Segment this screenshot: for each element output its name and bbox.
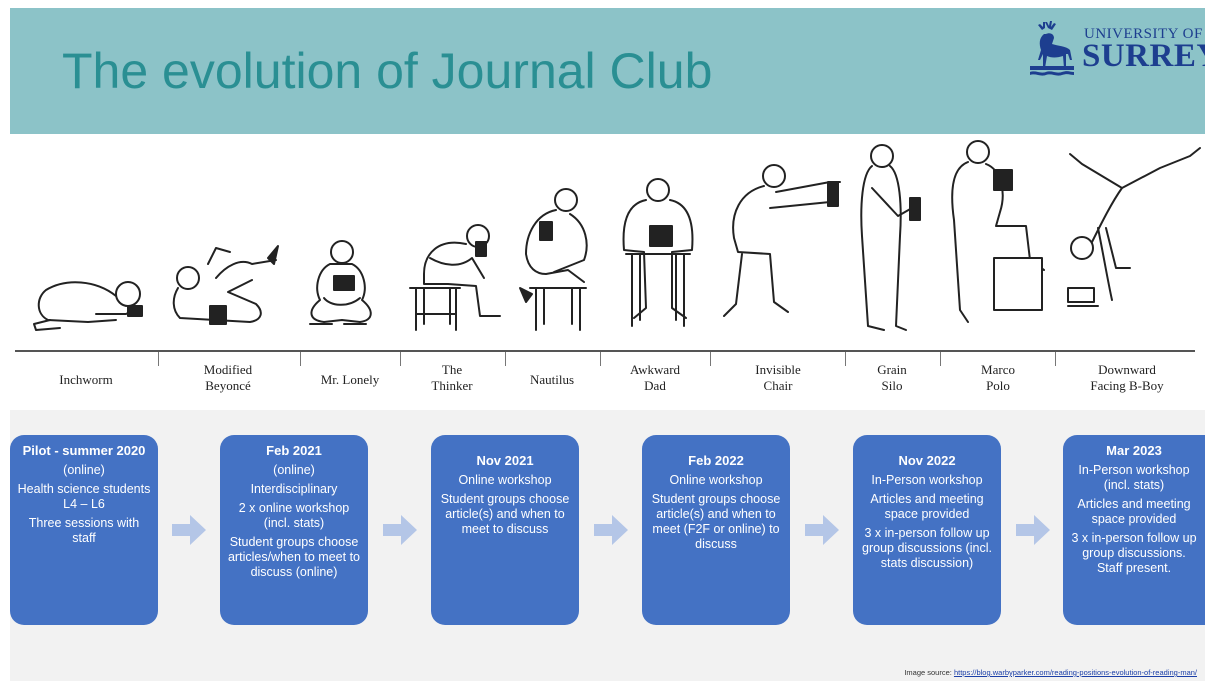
figure-the-thinker xyxy=(409,224,501,331)
image-source-note: Image source: https://blog.warbyparker.c… xyxy=(904,668,1197,677)
card-line: Health science students L4 – L6 xyxy=(17,482,151,511)
reading-positions-illustration xyxy=(33,140,1201,331)
divider-tick xyxy=(400,352,401,366)
divider-tick xyxy=(158,352,159,366)
divider-tick xyxy=(1055,352,1056,366)
figure-invisible-chair xyxy=(723,164,841,317)
positions-divider xyxy=(15,350,1195,352)
figure-grain-silo xyxy=(860,144,921,331)
card-line: Student groups choose articles/when to m… xyxy=(227,535,360,579)
card-line: Student groups choose article(s) and whe… xyxy=(651,492,781,551)
card-line: Interdisciplinary xyxy=(250,482,338,496)
position-label-inchworm: Inchworm xyxy=(59,372,113,387)
figure-modified-beyonce xyxy=(172,245,279,325)
university-logo: UNIVERSITY OF SURREY xyxy=(1028,20,1205,90)
timeline-card-pilot-summer-2020: Pilot - summer 2020 (online) Health scie… xyxy=(10,435,158,625)
divider-tick xyxy=(505,352,506,366)
timeline-card-mar-2023: Mar 2023 In-Person workshop (incl. stats… xyxy=(1063,435,1205,625)
card-line: (online) xyxy=(63,463,105,477)
arrow-right-icon xyxy=(172,515,206,545)
slide-title: The evolution of Journal Club xyxy=(62,43,713,99)
card-line: 2 x online workshop (incl. stats) xyxy=(238,501,350,530)
position-label-awkward-dad: Awkward Dad xyxy=(629,362,681,393)
card-line: Three sessions with staff xyxy=(28,516,140,545)
arrow-right-icon xyxy=(1016,515,1050,545)
divider-tick xyxy=(300,352,301,366)
card-line: Online workshop xyxy=(669,473,763,487)
card-line: (online) xyxy=(273,463,315,477)
figure-downward-facing-b-boy xyxy=(1067,147,1201,307)
position-label-grain-silo: Grain Silo xyxy=(877,362,907,393)
position-label-the-thinker: The Thinker xyxy=(431,362,473,393)
card-line: 3 x in-person follow up group discussion… xyxy=(862,526,992,570)
position-label-downward-facing-b-boy: Downward Facing B-Boy xyxy=(1090,362,1164,393)
divider-tick xyxy=(710,352,711,366)
position-label-mr-lonely: Mr. Lonely xyxy=(320,372,380,387)
card-line: Articles and meeting space provided xyxy=(1077,497,1191,526)
figure-mr-lonely xyxy=(309,240,372,325)
timeline-card-feb-2022: Feb 2022 Online workshop Student groups … xyxy=(642,435,790,625)
figure-inchworm xyxy=(33,281,143,331)
figure-awkward-dad xyxy=(622,178,694,327)
card-title: Feb 2022 xyxy=(688,453,744,468)
timeline-card-nov-2022: Nov 2022 In-Person workshop Articles and… xyxy=(853,435,1001,625)
card-line: In-Person workshop xyxy=(871,473,983,487)
position-label-invisible-chair: Invisible Chair xyxy=(755,362,801,393)
card-title: Mar 2023 xyxy=(1106,443,1162,458)
image-source-prefix: Image source: xyxy=(904,668,952,677)
arrow-right-icon xyxy=(594,515,628,545)
arrow-right-icon xyxy=(805,515,839,545)
timeline-band xyxy=(10,410,1205,681)
card-title: Pilot - summer 2020 xyxy=(22,443,146,458)
image-source-link[interactable]: https://blog.warbyparker.com/reading-pos… xyxy=(953,668,1197,677)
card-title: Nov 2022 xyxy=(898,453,956,468)
card-title: Feb 2021 xyxy=(266,443,322,458)
position-label-marco-polo: Marco Polo xyxy=(981,362,1015,393)
card-line: Online workshop xyxy=(458,473,552,487)
divider-tick xyxy=(845,352,846,366)
card-title: Nov 2021 xyxy=(476,453,534,468)
position-label-modified-beyonce: Modified Beyoncé xyxy=(203,362,253,393)
logo-university-of: UNIVERSITY OF xyxy=(1084,26,1203,42)
stag-icon xyxy=(1030,21,1074,76)
timeline-card-nov-2021: Nov 2021 Online workshop Student groups … xyxy=(431,435,579,625)
card-line: Student groups choose article(s) and whe… xyxy=(440,492,570,536)
figure-nautilus xyxy=(519,188,588,331)
timeline-card-feb-2021: Feb 2021 (online) Interdisciplinary 2 x … xyxy=(220,435,368,625)
figure-marco-polo xyxy=(951,140,1045,323)
arrow-right-icon xyxy=(383,515,417,545)
card-line: In-Person workshop (incl. stats) xyxy=(1078,463,1190,492)
card-line: 3 x in-person follow up group discussion… xyxy=(1071,531,1197,575)
divider-tick xyxy=(940,352,941,366)
card-line: Articles and meeting space provided xyxy=(870,492,984,521)
divider-tick xyxy=(600,352,601,366)
logo-surrey: SURREY xyxy=(1082,38,1205,74)
position-label-nautilus: Nautilus xyxy=(529,372,575,387)
title-banner: The evolution of Journal Club UNIVERSITY… xyxy=(10,8,1205,134)
